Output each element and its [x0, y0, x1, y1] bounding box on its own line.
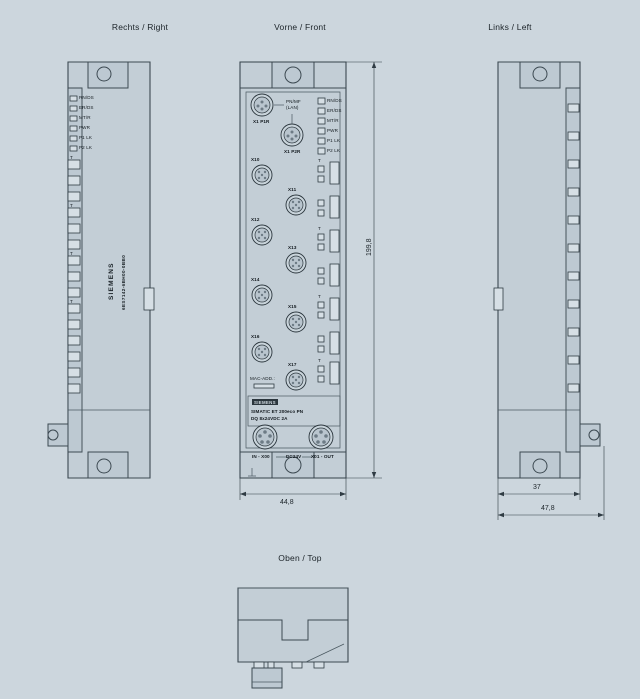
front-view-group [239, 61, 347, 479]
port-x1-p1r [250, 93, 274, 117]
mac-address-label: MAC-ADD.: [250, 376, 275, 381]
product-spec: DQ 8x24VDC 2A [251, 416, 288, 421]
port-x1-p2r [280, 123, 304, 147]
dim-depth-47-8: 47,8 [541, 505, 555, 512]
siemens-logo-right: SIEMENS [108, 262, 115, 300]
top-view-group [237, 587, 349, 689]
power-label-out: X01 - OUT [311, 454, 334, 459]
channel-mark-3: T [318, 294, 321, 299]
io-port-x12 [251, 224, 273, 246]
led-label-er-ds: ER/DS [327, 108, 342, 113]
dim-depth-37: 37 [533, 484, 541, 491]
led-label-mt-r: MT/R [327, 118, 339, 123]
mac-strip [253, 383, 275, 389]
left-dimensions [497, 446, 605, 520]
port-label-x12: X12 [251, 217, 260, 222]
right-channel-mark-1: T [70, 155, 73, 160]
power-label-dc24v: DC24V [286, 454, 302, 459]
view-title-right: Rechts / Right [111, 22, 169, 32]
power-connector-out [308, 424, 334, 450]
siemens-logo-front: SIEMENS [252, 399, 278, 405]
right-channel-mark-3: T [70, 251, 73, 256]
right-channel-mark-4: T [70, 299, 73, 304]
port-label-x13: X13 [288, 245, 297, 250]
front-dimensions [239, 61, 382, 500]
right-view-group [47, 61, 155, 479]
right-led-label-er-ds: ER/DS [79, 105, 94, 110]
io-port-x17 [285, 369, 307, 391]
port-label-x17: X17 [288, 362, 297, 367]
port-label-x16: X16 [251, 334, 260, 339]
led-label-p1-lk: P1 LK [327, 138, 341, 143]
profinet-label-line2: (LAN) [286, 105, 299, 110]
io-port-x13 [285, 252, 307, 274]
channel-mark-2: T [318, 226, 321, 231]
port-label-x1-p1r: X1 P1R [253, 119, 270, 124]
channel-mark-4: T [318, 358, 321, 363]
view-title-top: Oben / Top [278, 553, 322, 563]
led-label-p2-lk: P2 LK [327, 148, 341, 153]
io-port-x14 [251, 284, 273, 306]
left-view-group [493, 61, 601, 479]
right-led-label-p1-lk: P1 LK [79, 135, 93, 140]
power-connector-in [252, 424, 278, 450]
io-port-x11 [285, 194, 307, 216]
dim-height-199-8: 199,8 [366, 238, 373, 256]
right-channel-mark-2: T [70, 203, 73, 208]
dim-width-44-8: 44,8 [280, 499, 294, 506]
power-label-in: IN - X00 [252, 454, 270, 459]
io-port-x16 [251, 341, 273, 363]
io-port-x10 [251, 164, 273, 186]
profinet-label-line1: PN/MF [286, 99, 301, 104]
right-led-label-mt-r: MT/R [79, 115, 91, 120]
port-label-x1-p2r: X1 P2R [284, 149, 301, 154]
product-name: SIMATIC ET 200eco PN [251, 409, 304, 414]
port-label-x10: X10 [251, 157, 260, 162]
io-port-x15 [285, 311, 307, 333]
led-label-rn-ds: RN/DS [327, 98, 342, 103]
port-label-x14: X14 [251, 277, 260, 282]
front-led-column [317, 97, 326, 155]
port-label-x11: X11 [288, 187, 297, 192]
view-title-left: Links / Left [488, 22, 532, 32]
channel-mark-1: T [318, 158, 321, 163]
view-title-front: Vorne / Front [274, 22, 326, 32]
right-led-label-p2-lk: P2 LK [79, 145, 93, 150]
right-led-label-pwr: PWR [79, 125, 91, 130]
port-label-x15: X15 [288, 304, 297, 309]
right-led-label-rn-ds: RN/DS [79, 95, 94, 100]
led-label-pwr: PWR [327, 128, 339, 133]
part-number-right: 6ES7142-6BH00-0BB0 [121, 254, 126, 310]
